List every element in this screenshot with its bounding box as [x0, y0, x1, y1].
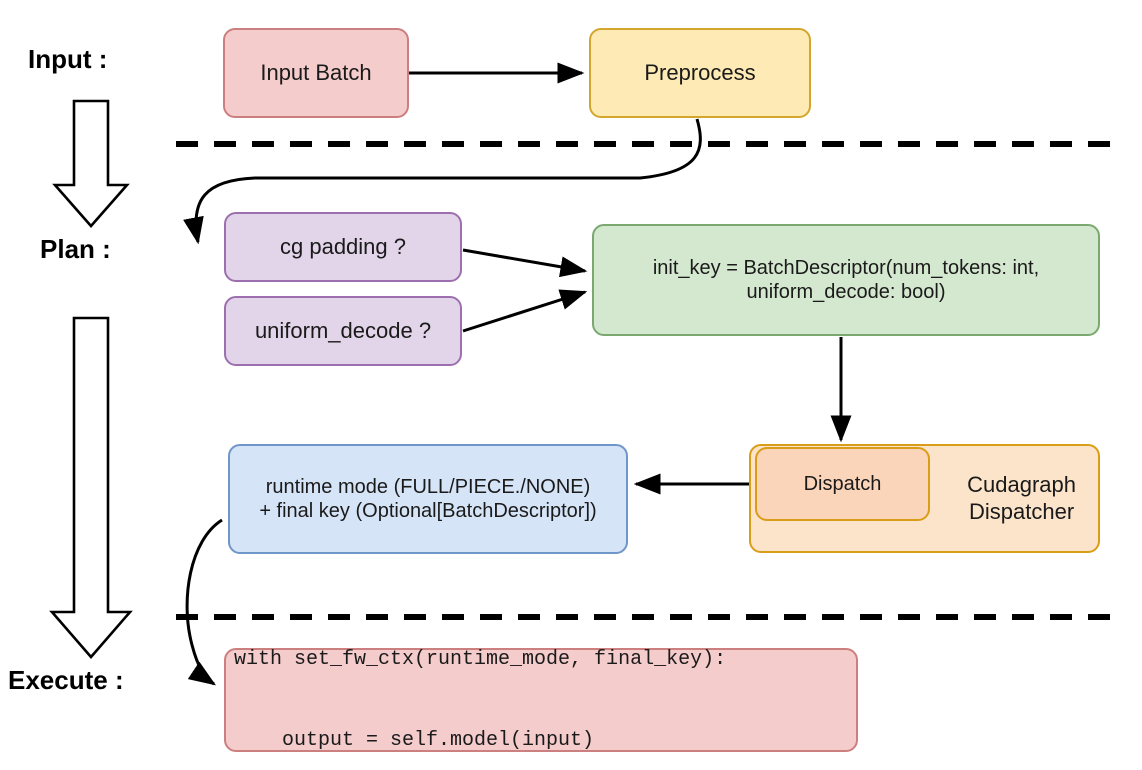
node-runtime-mode-line-1: runtime mode (FULL/PIECE./NONE) [265, 475, 591, 498]
edge-runtime-mode-to-execute-code [185, 518, 223, 686]
node-cudagraph-dispatcher-line-2: Dispatcher [968, 498, 1075, 524]
node-preprocess-label: Preprocess [644, 59, 756, 85]
node-input-batch-label: Input Batch [260, 59, 372, 85]
node-cg-padding-label: cg padding ? [280, 233, 406, 259]
node-init-key-line-1: init_key = BatchDescriptor(num_tokens: i… [652, 256, 1040, 279]
edge-uniform-decode-to-init-key [462, 289, 588, 333]
node-preprocess[interactable]: Preprocess [589, 28, 811, 118]
plan-to-execute-flow-arrow [49, 316, 133, 659]
node-init-key[interactable]: init_key = BatchDescriptor(num_tokens: i… [592, 224, 1100, 336]
node-dispatch[interactable]: Dispatch [755, 447, 930, 521]
node-runtime-mode[interactable]: runtime mode (FULL/PIECE./NONE) + final … [228, 444, 628, 554]
node-uniform-decode[interactable]: uniform_decode ? [224, 296, 462, 366]
node-execute-code[interactable]: with set_fw_ctx(runtime_mode, final_key)… [224, 648, 858, 752]
node-execute-code-line-1: with set_fw_ctx(runtime_mode, final_key)… [234, 648, 727, 671]
stage-label-input: Input : [28, 44, 108, 74]
node-uniform-decode-label: uniform_decode ? [254, 317, 432, 343]
node-runtime-mode-line-2: + final key (Optional[BatchDescriptor]) [259, 500, 597, 522]
node-dispatch-label: Dispatch [803, 472, 882, 495]
stage-label-plan: Plan : [40, 234, 111, 264]
node-execute-code-line-2: output = self.model(input) [234, 729, 595, 752]
node-cg-padding[interactable]: cg padding ? [224, 212, 462, 282]
node-init-key-line-2: uniform_decode: bool) [746, 281, 946, 303]
stage-label-execute: Execute : [8, 665, 124, 695]
input-to-plan-flow-arrow [52, 99, 130, 228]
node-input-batch[interactable]: Input Batch [223, 28, 409, 118]
edge-cg-padding-to-init-key [462, 248, 588, 278]
node-cudagraph-dispatcher-line-1: Cudagraph [967, 471, 1076, 497]
